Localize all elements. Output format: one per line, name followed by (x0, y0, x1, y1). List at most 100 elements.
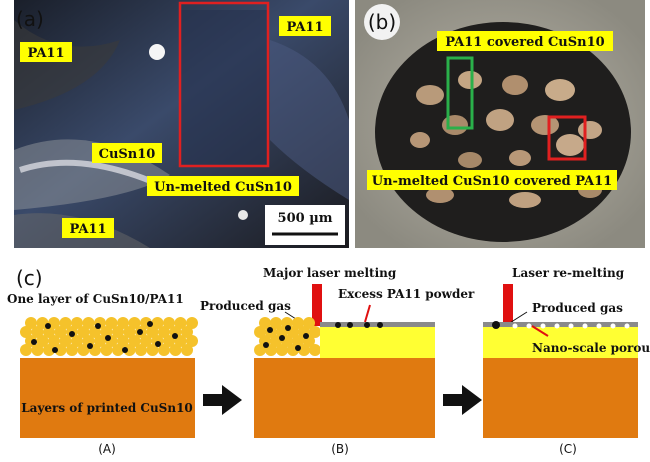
pore (568, 323, 574, 329)
powder-particle (77, 326, 90, 338)
laser-beam-b (312, 284, 322, 326)
cusn10-particle (267, 327, 273, 333)
base-label: Layers of printed CuSn10 (21, 401, 193, 415)
patch (578, 121, 602, 139)
caption-a: (A) (98, 442, 116, 456)
powder-particle (181, 344, 193, 356)
powder-particle (181, 326, 193, 338)
porous-arrow (531, 325, 549, 337)
label-pa11-top-right: PA11 (286, 20, 323, 35)
patch (531, 115, 559, 135)
patch (509, 150, 531, 166)
top-layer-c (483, 322, 638, 327)
cusn10-particle (105, 335, 111, 341)
powder-particle (100, 326, 113, 338)
cusn10-particle (155, 341, 161, 347)
laser-label-c: Laser re-melting (512, 266, 625, 280)
powder-particle (112, 344, 124, 356)
printed-base-a (20, 358, 195, 438)
red-highlight-box-a (178, 1, 270, 168)
excess-particles (335, 322, 383, 328)
pore (540, 323, 546, 329)
panel-b-tag: (b) (368, 10, 396, 34)
label-unmelted-covered: Un-melted CuSn10 covered PA11 (372, 174, 612, 189)
panel-c: (c) One layer of CuSn10/PA11 Layers of p… (7, 266, 650, 456)
powder-particle (25, 317, 37, 329)
powder-particle (66, 344, 78, 356)
powder-particle (20, 344, 32, 356)
powder-region-b (254, 317, 321, 356)
excess-label: Excess PA11 powder (338, 287, 475, 301)
panel-c-tag: (c) (16, 266, 43, 290)
patch (502, 75, 528, 95)
patch (486, 109, 514, 131)
bright-streak (19, 159, 162, 188)
powder-particle (48, 335, 60, 347)
cusn10-particle (31, 339, 37, 345)
printed-base-c (483, 358, 638, 438)
label-bg (92, 143, 162, 163)
cusn10-particle (122, 347, 128, 353)
powder-particle (100, 344, 113, 356)
step-a: One layer of CuSn10/PA11 Layers of print… (7, 292, 198, 456)
patch (426, 187, 454, 203)
powder-particle (146, 326, 159, 338)
step-b: Major laser melting Produced gas Excess … (200, 266, 475, 456)
cusn10-particle (279, 335, 285, 341)
gas-label-c: Produced gas (532, 301, 623, 315)
powder-particle (123, 326, 136, 338)
label-pa11-top-left: PA11 (27, 46, 64, 61)
label-pa11-covered-cusn10: PA11 covered CuSn10 (445, 35, 604, 50)
powder-particle (163, 317, 175, 329)
powder-particle (309, 326, 321, 338)
cusn10-particle (137, 329, 143, 335)
label-bg (62, 218, 114, 238)
melt-pool-c (483, 326, 638, 358)
powder-particle (94, 335, 106, 347)
tag-bg-b (364, 4, 400, 40)
patch (410, 132, 430, 148)
label-bg (20, 42, 72, 62)
pore (582, 323, 588, 329)
excess-arrow (364, 304, 371, 323)
powder-particle (276, 344, 288, 356)
laser-beam-c (503, 284, 513, 326)
powder-particle (309, 344, 321, 356)
porous-label: Nano-scale porous (532, 341, 650, 355)
panel-a-tag: (a) (16, 7, 44, 31)
cusn10-particle (87, 343, 93, 349)
powder-particle (128, 317, 141, 329)
melt-pool-b (320, 326, 435, 358)
excess-particle (364, 322, 370, 328)
pore (554, 323, 560, 329)
powder-particle (43, 344, 55, 356)
layer-label: One layer of CuSn10/PA11 (7, 292, 184, 306)
patch (545, 79, 575, 101)
powder-particle (54, 326, 67, 338)
label-bg (279, 16, 331, 36)
cusn10-particle (69, 331, 75, 337)
powder-particle (117, 317, 129, 329)
powder-particle (298, 344, 310, 356)
patch (458, 152, 482, 168)
process-arrow-2 (443, 385, 482, 415)
patch (509, 192, 541, 208)
patch (442, 115, 468, 135)
panel-b: (b) PA11 covered CuSn10 Un-melted CuSn10… (355, 0, 645, 248)
bright-particle-2 (238, 210, 248, 220)
right-region (270, 40, 349, 200)
powder-particle (174, 317, 187, 329)
powder-layer (20, 317, 198, 356)
powder-particle (123, 344, 136, 356)
pore (596, 323, 602, 329)
caption-c: (C) (559, 442, 577, 456)
gas-label-b: Produced gas (200, 299, 291, 313)
powder-particle (186, 317, 198, 329)
cusn10-particle (147, 321, 153, 327)
powder-particle (82, 317, 95, 329)
cusn10-particle (52, 347, 58, 353)
label-cusn10: CuSn10 (99, 147, 156, 162)
powder-particle (117, 335, 129, 347)
label-bg (147, 176, 299, 196)
